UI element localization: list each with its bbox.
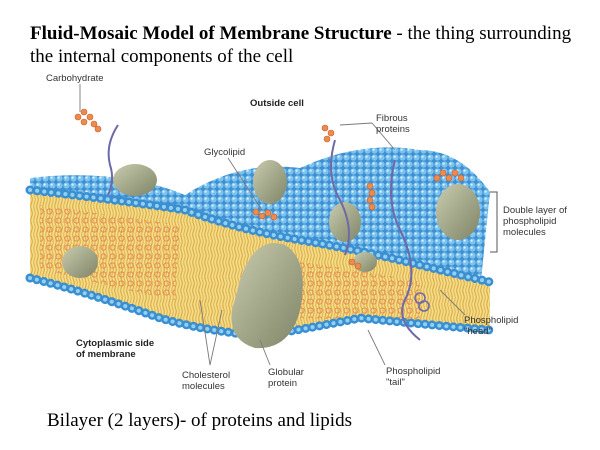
label-phospholipid-tail-2: "tail" xyxy=(386,377,405,388)
label-cytoplasmic-1: Cytoplasmic side xyxy=(76,338,154,349)
label-double-layer-1: Double layer of xyxy=(503,205,567,216)
globular-protein xyxy=(253,160,287,204)
label-phospholipid-tail-1: Phospholipid xyxy=(386,366,440,377)
globular-leader xyxy=(259,339,271,366)
globular-protein xyxy=(436,184,480,240)
globular-protein xyxy=(329,202,361,242)
carbohydrate-chain xyxy=(348,258,362,270)
fibrous-protein-coil xyxy=(418,300,430,312)
globular-protein xyxy=(113,164,157,196)
glycolipid-leader xyxy=(227,157,263,211)
globular-protein xyxy=(62,246,98,278)
label-cholesterol-1: Cholesterol xyxy=(182,370,230,381)
page-title: Fluid-Mosaic Model of Membrane Structure… xyxy=(30,22,590,68)
phospholipid-head-leader xyxy=(439,289,466,316)
cholesterol-leader xyxy=(199,299,223,366)
label-phospholipid-head-2: "head" xyxy=(464,326,492,337)
label-double-layer-2: phospholipid xyxy=(503,216,556,227)
carbohydrate-chain xyxy=(433,169,465,182)
label-globular-1: Globular xyxy=(268,367,304,378)
caption: Bilayer (2 layers)- of proteins and lipi… xyxy=(47,410,352,431)
label-glycolipid: Glycolipid xyxy=(204,147,245,158)
label-cytoplasmic-2: of membrane xyxy=(76,349,136,360)
carbohydrate-chain xyxy=(366,182,376,211)
glycolipid-chain xyxy=(252,208,278,221)
upper-head-row-light xyxy=(28,188,492,284)
label-phospholipid-head-1: Phospholipid xyxy=(464,315,518,326)
phospholipid-tail-leader xyxy=(367,329,386,366)
cholesterol-pattern-2 xyxy=(300,262,420,320)
page-title-bold: Fluid-Mosaic Model of Membrane Structure xyxy=(30,23,392,44)
label-fibrous-proteins-1: Fibrous xyxy=(376,113,408,124)
label-double-layer-3: molecules xyxy=(503,227,546,238)
double-layer-bracket xyxy=(490,191,498,253)
fibrous-protein-strand xyxy=(330,139,350,256)
fibrous-protein-strand xyxy=(107,124,119,196)
carbohydrate-chain xyxy=(74,108,102,133)
fibrous-protein-strand xyxy=(390,159,421,341)
page-title-rest: - the thing surrounding the internal com… xyxy=(30,23,572,67)
globular-protein-large xyxy=(231,243,303,349)
carbohydrate-chain xyxy=(321,124,335,143)
fibrous-leader xyxy=(339,122,396,151)
label-outside-cell: Outside cell xyxy=(250,98,304,109)
label-globular-2: protein xyxy=(268,378,297,389)
globular-protein xyxy=(353,252,377,272)
label-carbohydrate: Carbohydrate xyxy=(46,73,104,84)
label-cholesterol-2: molecules xyxy=(182,381,225,392)
label-fibrous-proteins-2: proteins xyxy=(376,124,410,135)
